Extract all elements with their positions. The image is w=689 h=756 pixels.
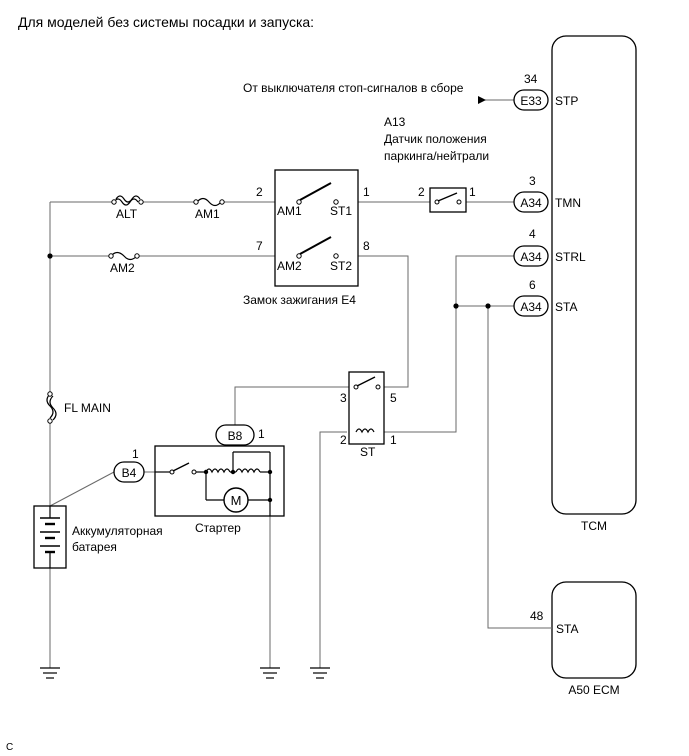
- relay-pin5: 5: [390, 391, 397, 405]
- ignition-switch-box: [274, 169, 359, 287]
- ground-icon: [40, 667, 60, 679]
- relay-pin1: 1: [390, 433, 397, 447]
- starter-conn-b4-pin: 1: [132, 447, 139, 461]
- page-title: Для моделей без системы посадки и запуск…: [18, 14, 314, 30]
- ignition-switch-label: Замок зажигания E4: [243, 293, 356, 307]
- ign-pin-am2: 7: [256, 239, 263, 253]
- fuse-alt-label: ALT: [116, 207, 138, 221]
- park-sensor-line1: Датчик положения: [384, 132, 487, 146]
- tcm-pin-num-strl: 4: [529, 227, 536, 241]
- junction-dot: [485, 303, 491, 309]
- wire-relay1-strl: [382, 255, 514, 433]
- relay-pin3: 3: [340, 391, 347, 405]
- tcm-pin-num-sta: 6: [529, 278, 536, 292]
- ign-pin-st1: 1: [363, 185, 370, 199]
- starter-conn-b4: B4: [122, 466, 137, 480]
- tcm-label: TCM: [581, 519, 607, 533]
- arrow-icon: [478, 96, 486, 104]
- stop-switch-source-label: От выключателя стоп-сигналов в сборе: [243, 81, 464, 95]
- ign-st1-label: ST1: [330, 204, 352, 218]
- starter-internals: [155, 451, 273, 516]
- fuse-am2: [108, 251, 140, 261]
- park-sensor-switch: [434, 192, 462, 205]
- starter-conn-b8-pin: 1: [258, 427, 265, 441]
- tcm-connector-sta: [513, 295, 549, 317]
- tcm-connector-strl: [513, 245, 549, 267]
- tcm-pin-num-stp: 34: [524, 72, 538, 86]
- relay-label: ST: [360, 445, 376, 459]
- wire-st2: [358, 255, 409, 388]
- ecm-pin-name: STA: [556, 622, 578, 636]
- ecm-box: [551, 581, 637, 679]
- park-sensor-code: A13: [384, 115, 406, 129]
- park-sensor-pin-right: 1: [469, 185, 476, 199]
- starter-connector-b4: [113, 461, 145, 483]
- ignition-contact-1: [296, 182, 339, 205]
- fuse-am1: [193, 197, 225, 207]
- park-sensor-box: [429, 187, 467, 213]
- park-sensor-pin-left: 2: [418, 185, 425, 199]
- battery-label-2: батарея: [72, 540, 117, 554]
- tcm-conn-sta: A34: [520, 300, 542, 314]
- junction-dot: [453, 303, 459, 309]
- corner-mark: C: [6, 742, 13, 753]
- fuse-fl-main: [46, 391, 57, 424]
- ign-st2-label: ST2: [330, 259, 352, 273]
- ign-am2-label: AM2: [277, 259, 302, 273]
- relay-coil-icon: [355, 428, 375, 434]
- starter-conn-b8: B8: [228, 429, 243, 443]
- ground-icon: [310, 667, 330, 679]
- tcm-connector-tmn: [513, 191, 549, 213]
- tcm-conn-stp: E33: [520, 94, 542, 108]
- starter-box: [154, 445, 285, 517]
- motor-icon: [223, 487, 249, 513]
- fuse-am2-label: AM2: [110, 261, 135, 275]
- fuse-alt: [111, 195, 144, 206]
- park-sensor-line2: паркинга/нейтрали: [384, 149, 489, 163]
- ground-icon: [260, 667, 280, 679]
- tcm-pin-name-sta: STA: [555, 300, 577, 314]
- tcm-conn-strl: A34: [520, 250, 542, 264]
- tcm-pin-name-strl: STRL: [555, 250, 586, 264]
- starter-label: Стартер: [195, 521, 241, 535]
- relay-switch: [353, 376, 381, 390]
- ecm-label: A50 ECM: [568, 683, 619, 697]
- battery-icon: [40, 506, 60, 568]
- ign-pin-st2: 8: [363, 239, 370, 253]
- fuse-am1-label: AM1: [195, 207, 220, 221]
- fuse-fl-main-label: FL MAIN: [64, 401, 111, 415]
- battery-label-1: Аккумуляторная: [72, 524, 163, 538]
- tcm-pin-name-stp: STP: [555, 94, 578, 108]
- wire-battery-b4: [49, 471, 115, 507]
- tcm-box: [551, 35, 637, 515]
- tcm-pin-num-tmn: 3: [529, 174, 536, 188]
- ignition-contact-2: [296, 236, 339, 259]
- motor-label: M: [231, 493, 242, 508]
- tcm-pin-name-tmn: TMN: [555, 196, 581, 210]
- ign-am1-label: AM1: [277, 204, 302, 218]
- ecm-pin-num: 48: [530, 609, 544, 623]
- wire-relay3-b8: [234, 386, 349, 428]
- wire-relay2-ground: [319, 431, 347, 668]
- ign-pin-am1: 2: [256, 185, 263, 199]
- tcm-conn-tmn: A34: [520, 196, 542, 210]
- tcm-connector-stp: [513, 89, 549, 111]
- starter-relay-box: [348, 371, 385, 445]
- relay-pin2: 2: [340, 433, 347, 447]
- wire-ecm-sta: [487, 306, 552, 629]
- starter-connector-b8: [215, 424, 255, 446]
- junction-dot: [47, 253, 53, 259]
